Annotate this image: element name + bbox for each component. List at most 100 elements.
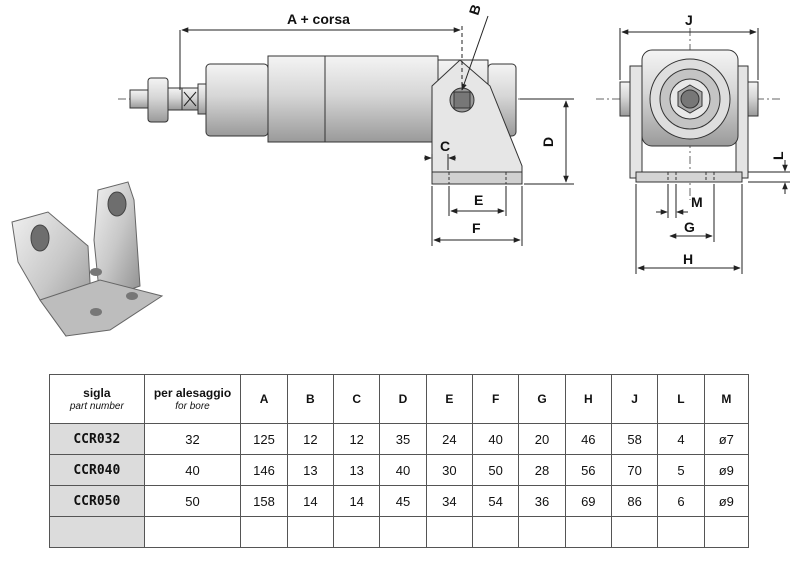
technical-drawing: A + corsa B C D E F J L M G H — [11, 2, 790, 337]
table-row — [49, 516, 750, 548]
table-cell: 69 — [564, 485, 612, 517]
table-cell: ø9 — [703, 454, 750, 486]
part-number-cell: CCR032 — [49, 423, 145, 455]
table-cell — [143, 516, 242, 548]
column-header: F — [471, 374, 520, 424]
table-cell — [240, 516, 288, 548]
dim-label-h: H — [683, 251, 693, 267]
table-cell: 12 — [286, 423, 335, 455]
column-header: A — [240, 374, 288, 424]
table-cell: 86 — [610, 485, 659, 517]
column-header-label: C — [352, 392, 362, 406]
side-view — [118, 55, 570, 185]
table-cell — [657, 516, 705, 548]
column-header-label: M — [721, 392, 732, 406]
column-header-sublabel: for bore — [175, 401, 210, 412]
dim-label-a-corsa: A + corsa — [287, 11, 350, 27]
column-header: H — [564, 374, 612, 424]
column-header: E — [425, 374, 474, 424]
table-cell: 32 — [143, 423, 242, 455]
table-cell: 13 — [333, 454, 381, 486]
dim-label-d: D — [540, 137, 556, 147]
table-cell: 5 — [657, 454, 705, 486]
table-cell — [564, 516, 612, 548]
dim-label-c: C — [440, 138, 450, 154]
dim-label-f: F — [472, 220, 481, 236]
column-header: L — [657, 374, 705, 424]
column-header: G — [518, 374, 566, 424]
table-cell: 30 — [425, 454, 474, 486]
table-cell: 45 — [379, 485, 427, 517]
table-cell: 50 — [143, 485, 242, 517]
bracket-photo — [11, 181, 164, 337]
table-cell: 12 — [333, 423, 381, 455]
table-cell: 46 — [564, 423, 612, 455]
table-cell — [286, 516, 335, 548]
table-cell: 28 — [518, 454, 566, 486]
table-cell: 4 — [657, 423, 705, 455]
table-cell: 56 — [564, 454, 612, 486]
column-header: J — [610, 374, 659, 424]
table-cell: 146 — [240, 454, 288, 486]
table-cell: 36 — [518, 485, 566, 517]
dim-label-j: J — [685, 12, 693, 28]
part-number-cell: CCR040 — [49, 454, 145, 486]
table-cell: 58 — [610, 423, 659, 455]
column-header-label: D — [398, 392, 408, 406]
table-cell: 14 — [286, 485, 335, 517]
table-cell — [703, 516, 750, 548]
column-header-label: per alesaggio — [153, 386, 232, 400]
table-cell — [471, 516, 520, 548]
column-header-label: B — [306, 392, 315, 406]
table-cell: 158 — [240, 485, 288, 517]
table-cell: 6 — [657, 485, 705, 517]
table-cell: 13 — [286, 454, 335, 486]
side-dimensions — [179, 15, 574, 246]
column-header-label: F — [491, 392, 500, 406]
dim-label-e: E — [474, 192, 483, 208]
dim-label-l: L — [770, 151, 786, 160]
table-cell: 125 — [240, 423, 288, 455]
front-dimensions — [619, 28, 790, 274]
column-header: M — [703, 374, 750, 424]
table-cell: 34 — [425, 485, 474, 517]
table-cell: 70 — [610, 454, 659, 486]
table-cell: ø9 — [703, 485, 750, 517]
table-cell: ø7 — [703, 423, 750, 455]
column-header: D — [379, 374, 427, 424]
dim-label-b: B — [466, 2, 484, 17]
table-cell: 14 — [333, 485, 381, 517]
table-cell: 20 — [518, 423, 566, 455]
part-number-cell — [49, 516, 145, 548]
column-header-label: J — [631, 392, 638, 406]
column-header-label: A — [259, 392, 269, 406]
column-header-label: sigla — [83, 386, 111, 400]
table-cell: 54 — [471, 485, 520, 517]
column-header: C — [333, 374, 381, 424]
table-cell — [610, 516, 659, 548]
table-cell — [379, 516, 427, 548]
dim-label-m: M — [691, 194, 703, 210]
table-cell — [518, 516, 566, 548]
part-number-cell: CCR050 — [49, 485, 145, 517]
column-header: B — [286, 374, 335, 424]
column-header-sublabel: part number — [69, 401, 124, 412]
dim-label-g: G — [684, 219, 695, 235]
table-cell: 40 — [143, 454, 242, 486]
table-cell: 40 — [471, 423, 520, 455]
column-header-label: G — [537, 392, 547, 406]
column-header-label: L — [677, 392, 685, 406]
front-view — [596, 28, 780, 200]
column-header-label: E — [445, 392, 454, 406]
table-cell — [333, 516, 381, 548]
